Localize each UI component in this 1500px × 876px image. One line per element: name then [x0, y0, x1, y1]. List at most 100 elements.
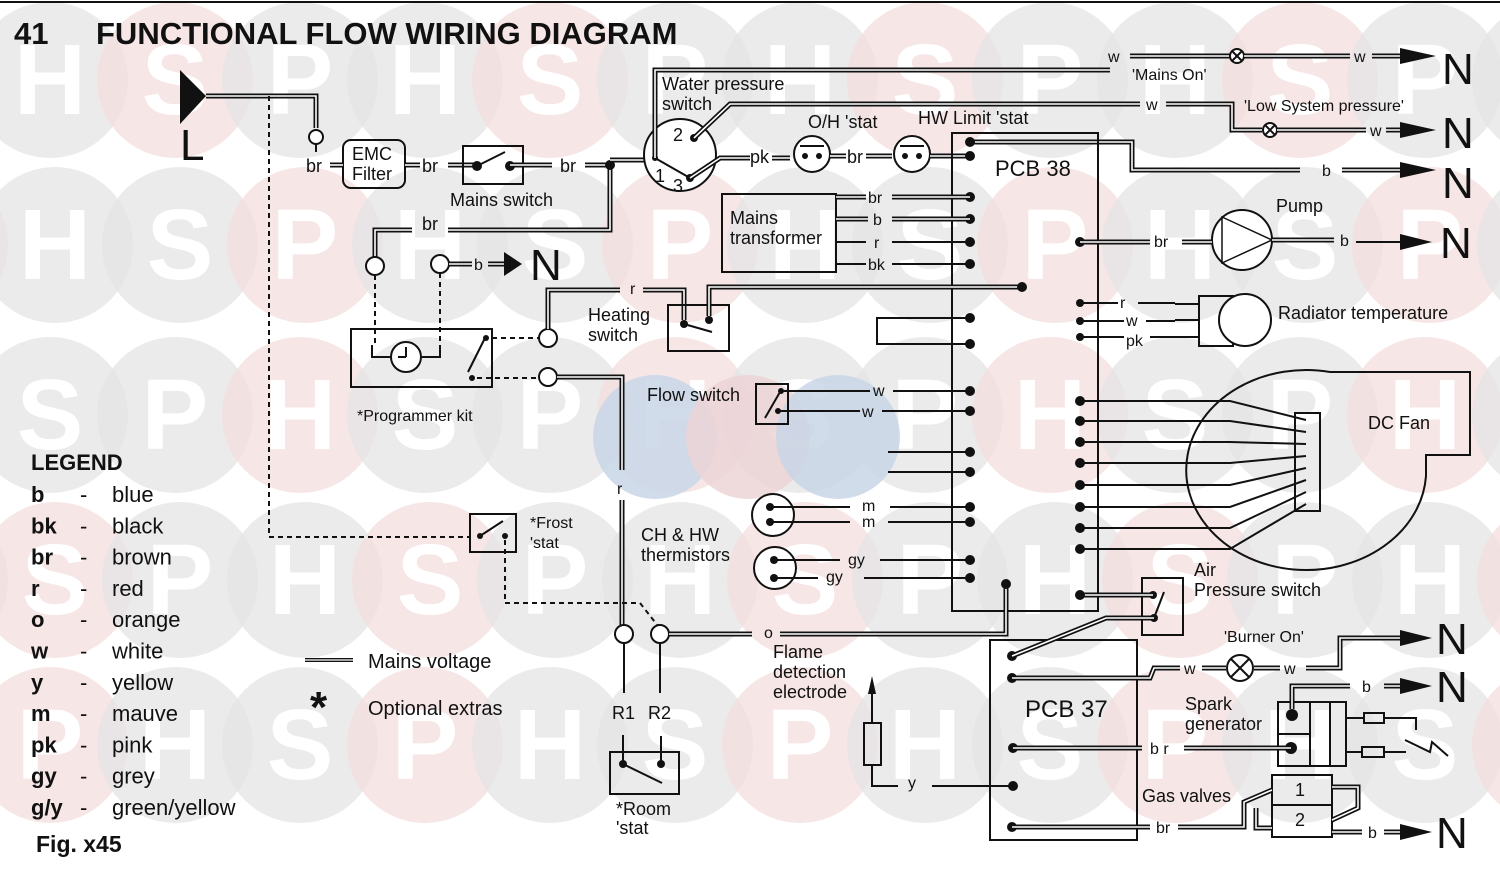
svg-text:detection: detection [773, 662, 846, 682]
wire-label: r [617, 481, 623, 498]
svg-text:Filter: Filter [352, 164, 392, 184]
watermark-logo-icon: P [0, 667, 128, 823]
watermark-logo-icon: H [1222, 667, 1378, 823]
svg-text:PCB 38: PCB 38 [995, 156, 1071, 181]
svg-text:H: H [889, 689, 961, 801]
svg-text:CH & HW: CH & HW [641, 525, 719, 545]
legend-item: w-white [30, 639, 163, 664]
watermark-logo-icon: P [977, 167, 1133, 323]
svg-text:DC Fan: DC Fan [1368, 413, 1430, 433]
wire-label: w [1145, 97, 1158, 114]
center-logo-icon [776, 375, 900, 499]
wire-label: bk [868, 257, 886, 274]
wire-label: r [630, 281, 636, 298]
wire-label: w [1369, 123, 1382, 140]
watermark-logo-icon: P [602, 167, 758, 323]
svg-text:Spark: Spark [1185, 694, 1233, 714]
legend-code: m [31, 701, 51, 726]
wire-label: w [861, 404, 874, 421]
watermark-logo-icon: H [352, 167, 508, 323]
watermark-logo-icon: H [97, 667, 253, 823]
svg-text:H: H [264, 359, 336, 471]
svg-text:Air: Air [1194, 560, 1216, 580]
svg-text:2: 2 [1295, 810, 1305, 830]
svg-text:H: H [1389, 359, 1461, 471]
legend-code: y [31, 670, 44, 695]
svg-text:H: H [1139, 24, 1211, 136]
svg-text:generator: generator [1185, 714, 1262, 734]
watermark-logo-icon: P [222, 2, 378, 158]
legend-code: g/y [31, 795, 64, 820]
svg-text:S: S [522, 189, 589, 301]
svg-text:1: 1 [1295, 780, 1305, 800]
legend-color-name: white [111, 639, 163, 664]
page-title: FUNCTIONAL FLOW WIRING DIAGRAM [96, 16, 677, 51]
fan-wire [1080, 503, 1307, 550]
wire-label: w [1183, 661, 1196, 678]
svg-text:P: P [142, 359, 209, 471]
watermark-logo-icon: S [1347, 667, 1500, 823]
legend-code: gy [31, 764, 57, 789]
legend-color-name: mauve [112, 701, 178, 726]
watermark-logo-icon: H [1477, 189, 1500, 301]
svg-text:*Frost: *Frost [530, 515, 573, 532]
wire-label: m [862, 514, 875, 531]
legend-item: b-blue [31, 482, 154, 507]
wire-label: b [474, 257, 483, 274]
svg-text:P: P [767, 689, 834, 801]
wire-label: b [873, 212, 882, 229]
legend-code: pk [31, 732, 57, 757]
section-number: 41 [14, 16, 48, 51]
watermark-logo-icon: S [1222, 2, 1378, 158]
radiator-temperature-sensor: Radiator temperature [1175, 293, 1448, 347]
wire-label: br [306, 156, 322, 176]
mains-transformer: Mains transformer [721, 193, 837, 273]
arrow-icon [1400, 122, 1436, 138]
legend-color-name: yellow [112, 670, 173, 695]
neutral-terminal: N [1442, 45, 1474, 94]
legend-code: w [30, 639, 49, 664]
frost-stat: *Frost 'stat [469, 513, 573, 553]
svg-text:S: S [1142, 359, 1209, 471]
neutral-terminal: N [1436, 615, 1468, 664]
legend-color-name: grey [112, 764, 155, 789]
watermark-logo-icon: P [1227, 502, 1383, 658]
legend-color-name: brown [112, 545, 172, 570]
svg-text:H: H [764, 24, 836, 136]
spark-icon [1404, 739, 1449, 757]
legend-code: br [31, 545, 53, 570]
watermark-logo-icon: H [1097, 2, 1253, 158]
legend-code: b [31, 482, 44, 507]
neutral-terminal: N [1436, 663, 1468, 712]
legend-separator: - [80, 795, 87, 820]
watermark-logo-icon: H [1352, 502, 1500, 658]
svg-text:H: H [139, 689, 211, 801]
legend-code: o [31, 607, 44, 632]
wire-label: w [872, 383, 885, 400]
programmer-kit: *Programmer kit [350, 328, 493, 425]
svg-text:3: 3 [673, 176, 683, 196]
heating-switch: Heating switch [588, 304, 730, 352]
air-pressure-switch: Air Pressure switch [1141, 560, 1321, 636]
legend-item: y-yellow [31, 670, 173, 695]
fan-wire [1080, 441, 1307, 445]
svg-text:H: H [1019, 524, 1091, 636]
svg-text:P: P [392, 689, 459, 801]
wire-label: b r [1150, 741, 1169, 758]
optional-extras-label: Optional extras [368, 698, 503, 720]
wire-label: br [1154, 234, 1169, 251]
connector-ring [308, 129, 324, 145]
fan-wire [1080, 467, 1307, 486]
svg-text:2: 2 [673, 125, 683, 145]
watermark-logo-icon: P [97, 337, 253, 493]
svg-text:HW Limit 'stat: HW Limit 'stat [918, 108, 1028, 128]
wire-label: pk [1126, 333, 1144, 350]
svg-text:H: H [514, 689, 586, 801]
pcb38-left-pins [965, 137, 975, 583]
wire-label: w [1107, 49, 1120, 66]
watermark-logo-icon: P [1222, 337, 1378, 493]
watermark-logo-icon: S [0, 502, 133, 658]
watermark-logo-icon: S [1472, 355, 1500, 475]
wire-label: br [847, 147, 863, 167]
